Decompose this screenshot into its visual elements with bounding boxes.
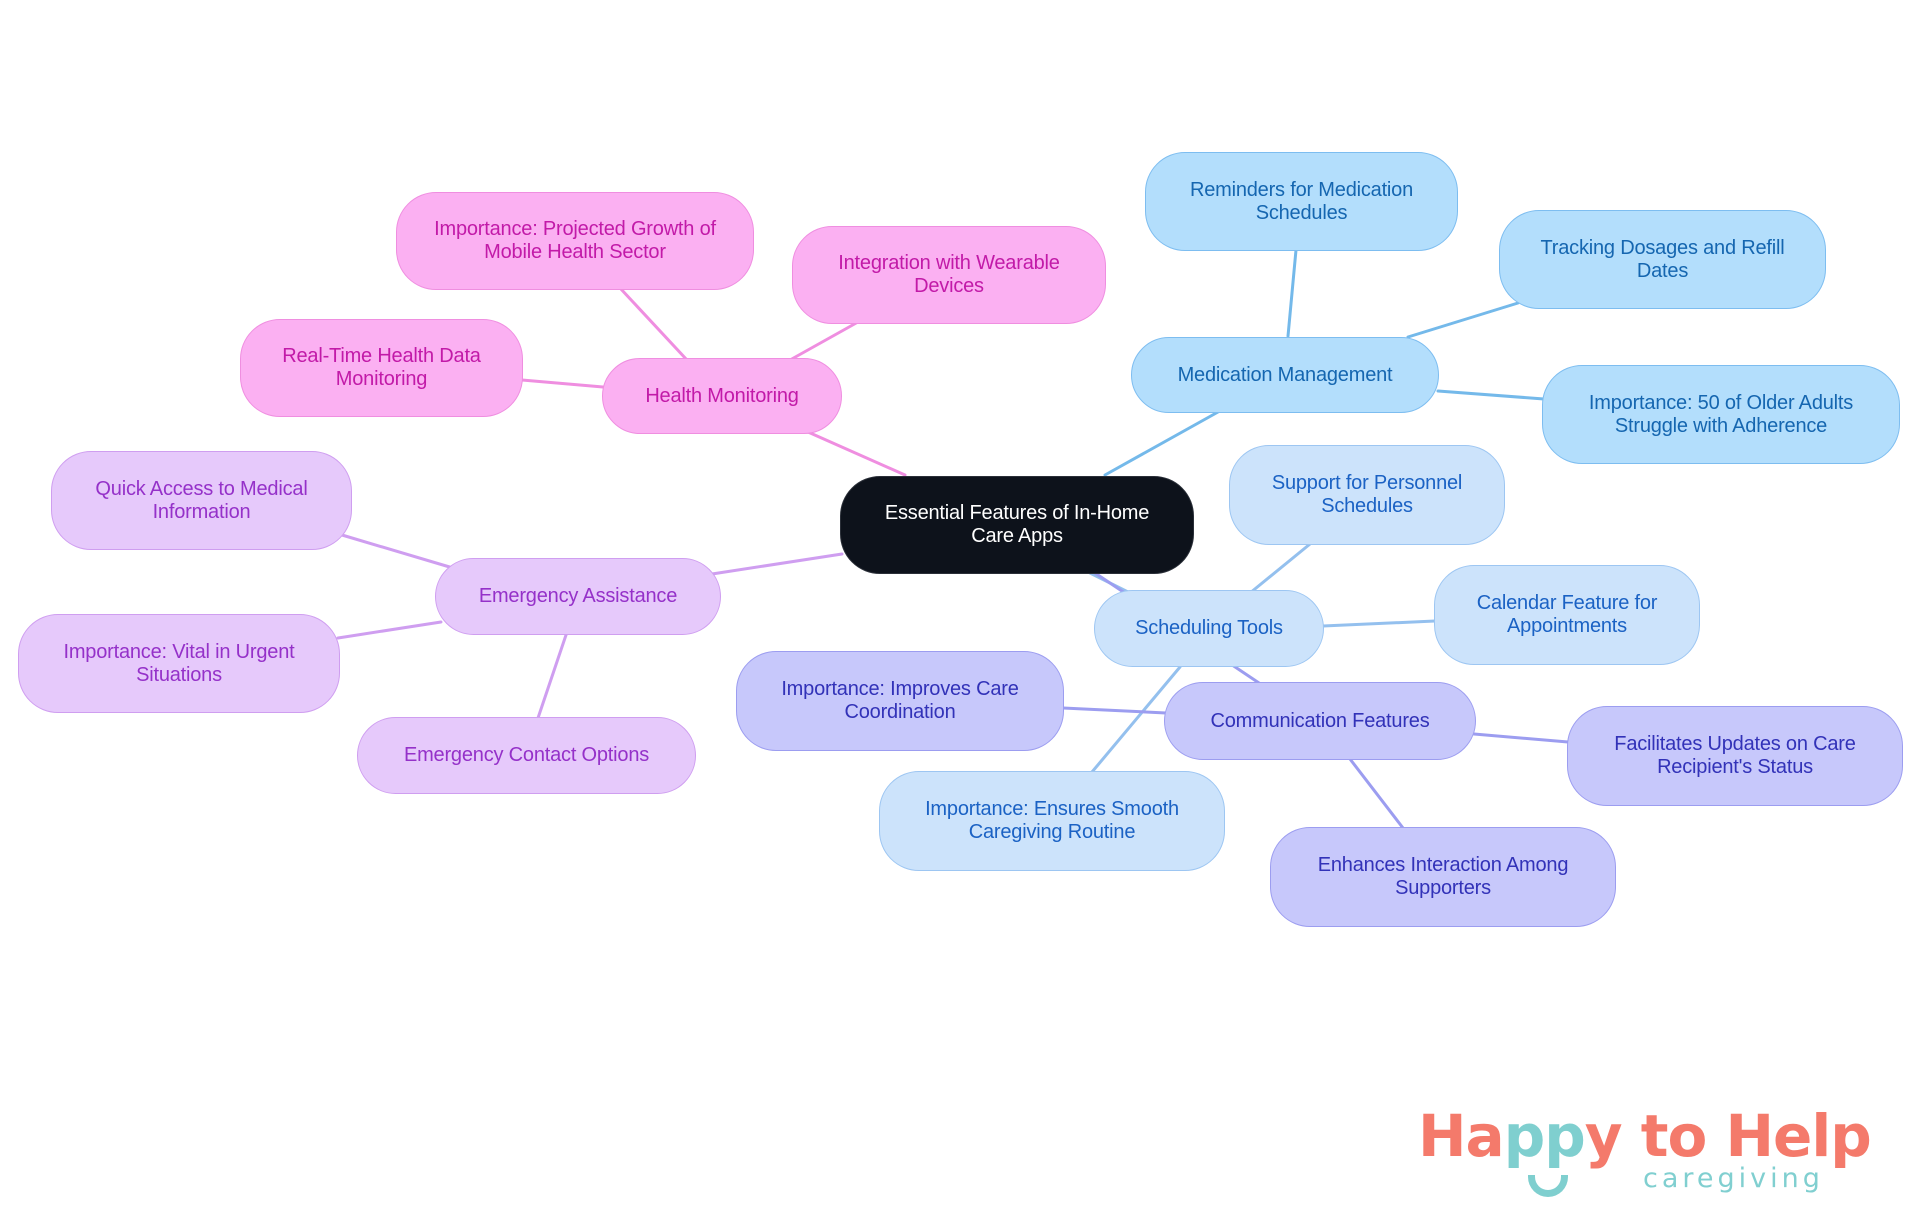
leaf-label: Reminders for Medication Schedules bbox=[1189, 178, 1414, 224]
branch-scheduling-tools[interactable]: Scheduling Tools bbox=[1094, 590, 1324, 667]
root-node-label: Essential Features of In-Home Care Apps bbox=[884, 502, 1150, 547]
leaf-sched-support[interactable]: Support for Personnel Schedules bbox=[1229, 445, 1505, 545]
smile-icon bbox=[1528, 1175, 1568, 1197]
leaf-label: Facilitates Updates on Care Recipient's … bbox=[1614, 733, 1856, 778]
logo-wordmark: Happy to Help bbox=[1418, 1102, 1872, 1170]
branch-medication-management[interactable]: Medication Management bbox=[1131, 337, 1439, 413]
leaf-label: Importance: Improves Care Coordination bbox=[781, 678, 1019, 723]
logo-text-part1: Ha bbox=[1418, 1102, 1505, 1170]
branch-label: Health Monitoring bbox=[645, 384, 799, 407]
leaf-label: Importance: Projected Growth of Mobile H… bbox=[434, 218, 716, 263]
branch-label: Medication Management bbox=[1177, 363, 1393, 386]
leaf-emerg-quick-access[interactable]: Quick Access to Medical Information bbox=[51, 451, 352, 550]
leaf-med-reminders[interactable]: Reminders for Medication Schedules bbox=[1145, 152, 1458, 251]
leaf-health-wearable[interactable]: Integration with Wearable Devices bbox=[792, 226, 1106, 324]
leaf-emerg-vital[interactable]: Importance: Vital in Urgent Situations bbox=[18, 614, 340, 713]
branch-health-monitoring[interactable]: Health Monitoring bbox=[602, 358, 842, 434]
leaf-emerg-contact[interactable]: Emergency Contact Options bbox=[357, 717, 696, 794]
happy-to-help-logo: Happy to Help caregiving bbox=[1418, 1103, 1878, 1203]
leaf-label: Importance: 50 of Older Adults Struggle … bbox=[1588, 391, 1854, 437]
leaf-label: Support for Personnel Schedules bbox=[1271, 472, 1463, 517]
leaf-sched-importance[interactable]: Importance: Ensures Smooth Caregiving Ro… bbox=[879, 771, 1225, 871]
leaf-health-growth[interactable]: Importance: Projected Growth of Mobile H… bbox=[396, 192, 754, 290]
logo-text-part2: pp bbox=[1503, 1102, 1586, 1170]
branch-label: Scheduling Tools bbox=[1135, 617, 1283, 639]
leaf-health-realtime[interactable]: Real-Time Health Data Monitoring bbox=[240, 319, 523, 417]
branch-label: Communication Features bbox=[1210, 709, 1430, 732]
branch-label: Emergency Assistance bbox=[478, 585, 678, 607]
leaf-label: Importance: Vital in Urgent Situations bbox=[63, 640, 295, 686]
leaf-label: Emergency Contact Options bbox=[403, 744, 650, 766]
leaf-label: Enhances Interaction Among Supporters bbox=[1317, 854, 1569, 899]
leaf-label: Quick Access to Medical Information bbox=[95, 477, 308, 523]
leaf-label: Tracking Dosages and Refill Dates bbox=[1540, 236, 1785, 282]
leaf-comm-importance[interactable]: Importance: Improves Care Coordination bbox=[736, 651, 1064, 751]
leaf-med-tracking[interactable]: Tracking Dosages and Refill Dates bbox=[1499, 210, 1826, 309]
branch-emergency-assistance[interactable]: Emergency Assistance bbox=[435, 558, 721, 635]
leaf-med-importance[interactable]: Importance: 50 of Older Adults Struggle … bbox=[1542, 365, 1900, 464]
leaf-label: Integration with Wearable Devices bbox=[838, 252, 1060, 297]
leaf-label: Importance: Ensures Smooth Caregiving Ro… bbox=[925, 798, 1179, 843]
logo-text-part3: y to Help bbox=[1584, 1102, 1872, 1170]
branch-communication-features[interactable]: Communication Features bbox=[1164, 682, 1476, 760]
logo-tagline: caregiving bbox=[1643, 1163, 1824, 1194]
leaf-label: Calendar Feature for Appointments bbox=[1476, 592, 1658, 637]
leaf-sched-calendar[interactable]: Calendar Feature for Appointments bbox=[1434, 565, 1700, 665]
leaf-label: Real-Time Health Data Monitoring bbox=[282, 345, 481, 390]
leaf-comm-updates[interactable]: Facilitates Updates on Care Recipient's … bbox=[1567, 706, 1903, 806]
leaf-comm-interaction[interactable]: Enhances Interaction Among Supporters bbox=[1270, 827, 1616, 927]
root-node[interactable]: Essential Features of In-Home Care Apps bbox=[840, 476, 1194, 574]
